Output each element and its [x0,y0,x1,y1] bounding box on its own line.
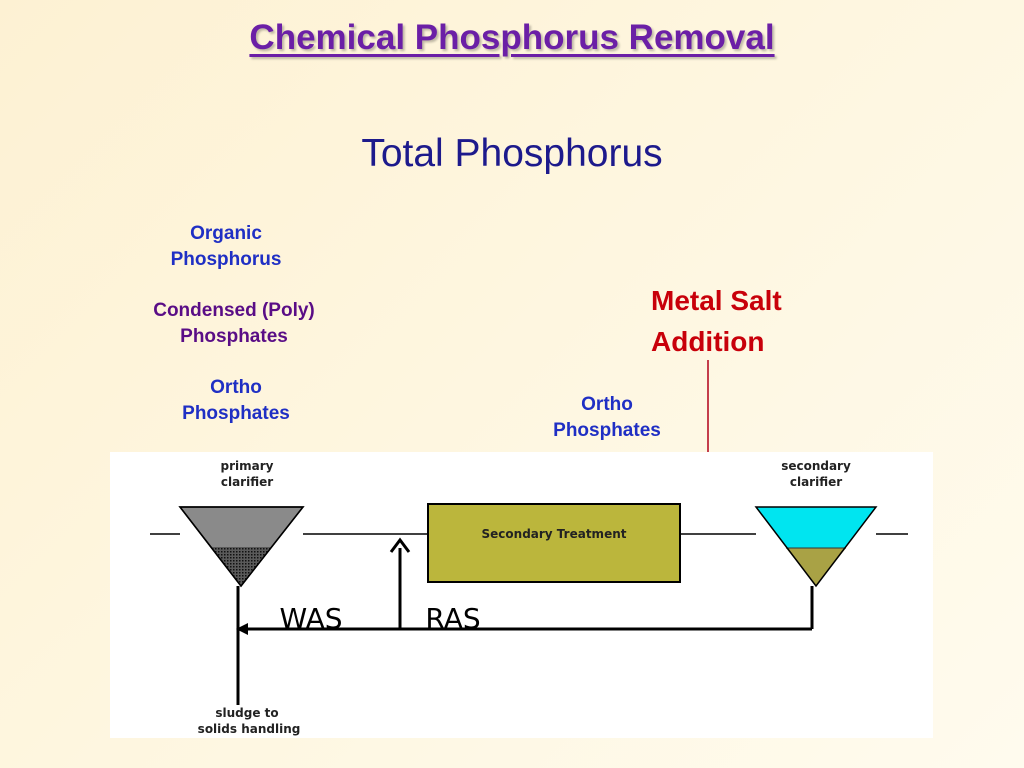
primary-clarifier [178,506,305,588]
slide-title: Chemical Phosphorus Removal [249,18,775,57]
return-arrowhead [236,623,248,635]
process-flow-diagram: Secondary Treatment primary clarifier se… [150,459,908,736]
secondary-clarifier-label-1: secondary [781,459,851,473]
metal-salt-addition-label: Metal Salt Addition [651,280,851,362]
secondary-treatment-box [427,503,681,583]
secondary-treatment-label: Secondary Treatment [482,527,627,541]
ras-label: RAS [425,602,480,635]
condensed-phosphates-line-1: Condensed (Poly) [153,300,315,321]
primary-clarifier-label-2: clarifier [221,475,273,489]
left-ortho-phosphates-line-1: Ortho [210,377,262,398]
organic-phosphorus-label: Organic Phosphorus [136,221,316,273]
sludge-label-2: solids handling [198,722,301,736]
secondary-clarifier [754,506,878,588]
left-ortho-phosphates-label: Ortho Phosphates [156,375,316,427]
process-diagram-panel: Secondary Treatment primary clarifier se… [110,452,933,738]
organic-phosphorus-line-2: Phosphorus [170,249,282,270]
slide-subtitle: Total Phosphorus [361,132,663,175]
right-ortho-phosphates-label: Ortho Phosphates [527,392,687,444]
left-ortho-phosphates-line-2: Phosphates [182,403,290,424]
organic-phosphorus-line-1: Organic [190,223,262,244]
primary-clarifier-label-1: primary [221,459,274,473]
secondary-clarifier-label-2: clarifier [790,475,842,489]
was-label: WAS [279,602,342,635]
metal-salt-line-2: Addition [651,326,765,357]
ras-arrowhead [389,537,411,553]
metal-salt-line-1: Metal Salt [651,285,782,316]
sludge-label-1: sludge to [215,706,278,720]
right-ortho-phosphates-line-2: Phosphates [553,420,661,441]
right-ortho-phosphates-line-1: Ortho [581,394,633,415]
condensed-phosphates-line-2: Phosphates [180,326,288,347]
condensed-phosphates-label: Condensed (Poly) Phosphates [128,298,340,350]
